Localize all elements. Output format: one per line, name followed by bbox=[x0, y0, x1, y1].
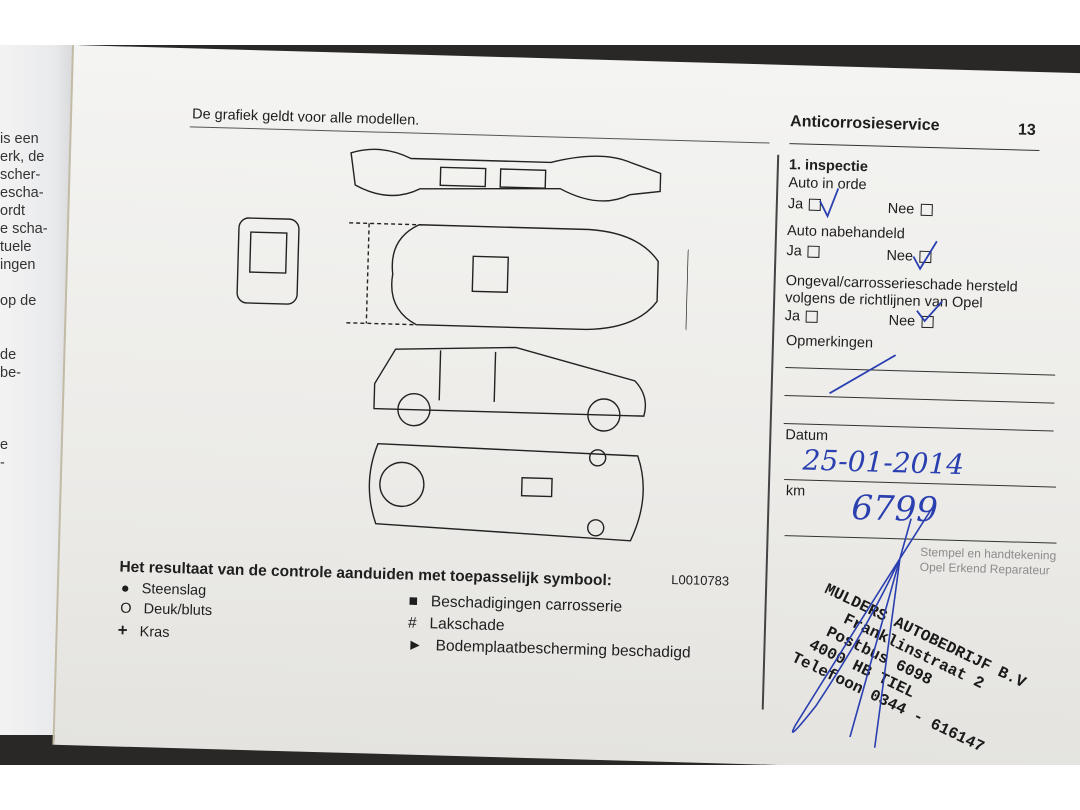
right-page: De grafiek geldt voor alle modellen. Ant… bbox=[52, 45, 1080, 765]
legend-steenslag: ● Steenslag bbox=[121, 581, 207, 599]
text-line: - bbox=[0, 455, 5, 471]
text-line bbox=[0, 418, 48, 436]
car-front-view-icon bbox=[236, 217, 300, 305]
legend-label: Beschadigingen carrosserie bbox=[430, 593, 623, 616]
car-top-view-icon bbox=[346, 222, 659, 331]
legend-kras: + Kras bbox=[117, 621, 169, 642]
page-title: Anticorrosieservice bbox=[789, 113, 940, 135]
left-page-text: is een erk, de scher- escha- ordt e scha… bbox=[0, 130, 48, 472]
legend-label: Bodemplaatbescherming beschadigd bbox=[435, 637, 691, 662]
section-title: 1. inspectie bbox=[788, 157, 869, 176]
filled-circle-icon: ● bbox=[120, 580, 130, 597]
text-line: escha- bbox=[0, 185, 44, 201]
legend-lakschade: # Lakschade bbox=[408, 615, 505, 636]
triangle-right-icon: ► bbox=[407, 636, 423, 655]
intro-text: De grafiek geldt voor alle modellen. bbox=[191, 106, 420, 129]
square-icon: ■ bbox=[408, 592, 419, 610]
text-line: e scha- bbox=[0, 221, 48, 237]
text-line: tuele bbox=[0, 239, 32, 255]
handwritten-checkmarks-icon bbox=[819, 188, 943, 323]
car-underbody-icon bbox=[368, 442, 644, 542]
page-number: 13 bbox=[1017, 121, 1037, 139]
legend-label: Deuk/bluts bbox=[143, 601, 213, 620]
text-line: be- bbox=[0, 365, 21, 381]
date-line[interactable] bbox=[784, 479, 1057, 488]
text-line: ordt bbox=[0, 203, 25, 219]
text-line bbox=[0, 382, 48, 400]
ja-label: Ja bbox=[787, 196, 804, 213]
text-line bbox=[0, 400, 48, 418]
text-line: op de bbox=[0, 293, 37, 309]
legend-label: Steenslag bbox=[141, 581, 207, 599]
legend-label: Lakschade bbox=[429, 615, 505, 635]
plus-icon: + bbox=[117, 620, 128, 640]
legend-bodemplaat: ► Bodemplaatbescherming beschadigd bbox=[407, 637, 691, 663]
column-divider bbox=[761, 154, 779, 710]
diagram-code: L0010783 bbox=[671, 571, 730, 589]
signature-icon bbox=[791, 508, 933, 748]
text-line: scher- bbox=[0, 167, 41, 183]
text-line bbox=[0, 328, 48, 346]
legend-label: Kras bbox=[139, 624, 170, 641]
legend-deuk: O Deuk/bluts bbox=[120, 601, 212, 620]
text-line bbox=[0, 310, 48, 328]
car-diagram bbox=[236, 148, 692, 542]
text-line: de bbox=[0, 347, 17, 363]
date-label: Datum bbox=[785, 427, 829, 445]
hash-icon: # bbox=[407, 614, 417, 632]
booklet-photo: is een erk, de scher- escha- ordt e scha… bbox=[0, 45, 1080, 765]
car-rear-view-icon bbox=[685, 246, 692, 334]
legend-carrosserie: ■ Beschadigingen carrosserie bbox=[408, 593, 622, 617]
text-line: is een bbox=[0, 131, 39, 147]
remarks-strike-icon bbox=[829, 354, 897, 395]
text-line: ingen bbox=[0, 257, 36, 273]
header-rule-right bbox=[789, 143, 1040, 152]
ja-label: Ja bbox=[786, 243, 803, 260]
car-side-view-icon bbox=[373, 346, 647, 432]
text-line: e bbox=[0, 437, 9, 453]
text-line: erk, de bbox=[0, 149, 45, 165]
circle-icon: O bbox=[120, 600, 132, 617]
car-top-flat-icon bbox=[350, 148, 662, 202]
ja-label: Ja bbox=[784, 308, 801, 325]
text-line bbox=[0, 274, 48, 292]
handwritten-date: 25-01-2014 bbox=[802, 443, 965, 482]
